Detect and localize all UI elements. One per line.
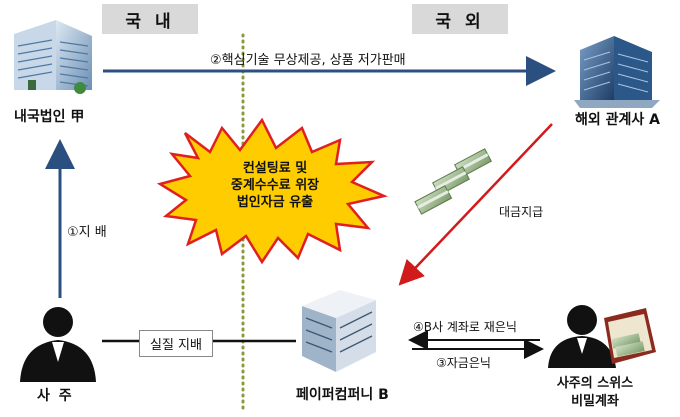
secret-account-label-line-2: 비밀계좌 [571, 394, 619, 409]
payment-arrow [398, 123, 553, 286]
region-domestic-tab: 국 내 [102, 4, 198, 34]
domestic-corp-building-icon [14, 20, 92, 94]
burst-text: 컨설팅료 및 중계수수료 위장 법인자금 유출 [200, 160, 350, 211]
owner-label: 사 주 [37, 388, 74, 404]
alert-burst [156, 117, 389, 265]
domestic-corp-label: 내국법인 甲 [14, 109, 85, 125]
ledger-book-icon [604, 308, 656, 364]
overseas-affiliate-label: 해외 관계사 A [575, 112, 660, 128]
relaunder-label: ④B사 계좌로 재은닉 [413, 320, 517, 334]
paper-company-building-icon [302, 290, 376, 372]
tech-transfer-label: ②핵심기술 무상제공, 상품 저가판매 [210, 53, 406, 68]
owner-person-icon [20, 307, 96, 382]
secret-account-label-line-1: 사주의 스위스 [556, 376, 634, 391]
control-label: ①지 배 [67, 225, 107, 240]
burst-line-3: 법인자금 유출 [236, 195, 314, 210]
conceal-label: ③자금은닉 [436, 356, 491, 370]
burst-line-1: 컨설팅료 및 [242, 161, 308, 176]
burst-line-2: 중계수수료 위장 [230, 178, 320, 193]
actual-control-label: 실질 지배 [139, 330, 213, 357]
money-stacks-icon [414, 148, 492, 215]
paper-company-label: 페이퍼컴퍼니 B [296, 387, 389, 403]
secret-account-person-icon [548, 305, 616, 368]
region-overseas-tab: 국 외 [412, 4, 508, 34]
payment-label: 대금지급 [499, 205, 544, 219]
secret-account-label: 사주의 스위스 비밀계좌 [540, 375, 650, 411]
overseas-affiliate-building-icon [574, 36, 660, 108]
